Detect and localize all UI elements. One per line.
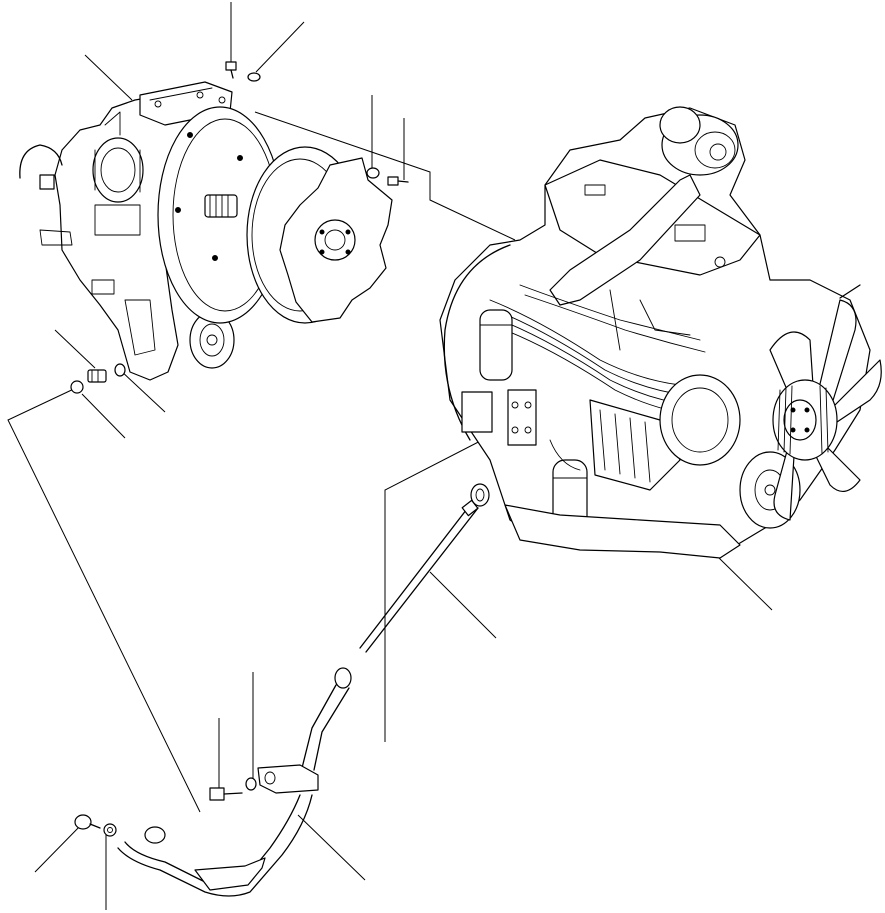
drain-plug-seal — [114, 363, 126, 377]
tube-end-bolt — [74, 814, 92, 830]
leader-top-washer — [255, 21, 305, 73]
gearbox-side-cover-edges — [94, 149, 141, 193]
input-shaft-splines — [209, 194, 229, 218]
rocker-cover-label — [674, 224, 706, 242]
turbocharger-compressor — [694, 131, 736, 169]
engine-mount-bracket — [461, 391, 493, 433]
oil-filler-cap — [714, 256, 726, 268]
assembly-line-tube-gearbox — [7, 386, 201, 813]
drain-plug — [87, 369, 107, 383]
leader-bottom-bolt — [34, 822, 84, 873]
engine-bracket-detail — [639, 299, 691, 336]
bracket-bolt-shank — [223, 792, 243, 795]
assembly-line-housing-engine — [254, 111, 516, 241]
fan-blade-5 — [773, 439, 796, 521]
guide-tube-bracket-hole — [264, 771, 276, 785]
injector-line-2 — [494, 309, 686, 396]
flywheel-bolt-head — [387, 176, 399, 186]
gearbox-top-edge — [149, 87, 213, 101]
leader-gearbox — [84, 54, 133, 101]
guide-tube-assembly — [74, 667, 352, 897]
rocker-cover-cap — [584, 184, 606, 196]
guide-tube-lower-edge — [117, 794, 313, 897]
engine-hose — [549, 439, 581, 471]
assembly-lines — [7, 111, 516, 813]
gearbox-valve-block — [94, 204, 141, 236]
tube-end-bolt-shank — [89, 823, 101, 829]
gearbox-lower-housing — [124, 299, 156, 356]
injector-line-1 — [489, 299, 681, 386]
gearbox-top-bolt-2 — [196, 91, 204, 99]
leader-plug-ring — [119, 369, 166, 413]
dipstick-handle-eye — [475, 488, 485, 502]
dipstick-assembly — [359, 483, 490, 653]
dipstick-rod-edge — [365, 507, 479, 653]
dipstick-collar — [461, 499, 479, 517]
gearbox-top-bolt-1 — [154, 100, 162, 108]
gearbox-side-cover-inner — [100, 147, 136, 193]
flywheel-bolt-shank — [397, 180, 409, 183]
housing-bolt-head — [225, 61, 237, 71]
injector-line-3 — [499, 319, 691, 406]
guide-tube-upper-edge — [313, 687, 350, 771]
leader-lines — [34, 2, 773, 910]
injector-line-5 — [519, 284, 701, 341]
crank-pulley-hub — [764, 484, 776, 496]
housing-bolt-shank — [230, 69, 234, 79]
injector-line-6 — [524, 294, 706, 353]
fan-spacer-ribs — [777, 385, 829, 455]
leader-plug-washer — [81, 393, 126, 439]
gearbox-pulley-inner — [199, 323, 225, 357]
turbocharger-housing — [659, 106, 701, 144]
leader-tube — [297, 814, 366, 881]
drain-plug-washer — [70, 380, 84, 394]
turbocharger-wheel — [709, 143, 727, 161]
drive-plate-center — [324, 229, 346, 251]
drive-plate-hub — [314, 219, 356, 261]
dipstick-rod — [359, 504, 471, 649]
fan-stud — [839, 284, 861, 299]
injection-pump — [589, 399, 681, 491]
gearbox-side-cover — [92, 137, 144, 203]
leader-engine — [717, 556, 773, 611]
bracket-bolt-head — [209, 787, 225, 801]
gearbox-breather-fitting — [39, 174, 55, 190]
assembly-line-dipstick-engine — [384, 434, 493, 742]
guide-tube-flat — [194, 857, 266, 891]
gearbox-assembly — [19, 61, 409, 394]
gearbox-label-plate — [91, 279, 115, 295]
dipstick-handle — [470, 483, 490, 507]
guide-tube-bracket — [257, 764, 319, 794]
fan-hub — [783, 399, 817, 441]
gearbox-pulley-hub — [206, 334, 218, 346]
fuel-filter — [479, 309, 513, 381]
engine-pushrod-tube — [609, 289, 621, 351]
guide-tube-upper-fitting — [334, 667, 352, 689]
gearbox-breather-pipe — [19, 144, 63, 179]
housing-washer — [247, 72, 261, 82]
bracket-washer — [245, 777, 257, 791]
leader-plug — [54, 329, 96, 369]
gearbox-upper-web — [104, 111, 121, 136]
alternator-inner — [671, 387, 729, 453]
gearbox-side-boss — [39, 229, 73, 246]
input-shaft — [204, 194, 238, 218]
fan-blade-2 — [814, 299, 857, 411]
oil-pan — [504, 504, 741, 559]
injection-pump-ribs — [599, 409, 651, 483]
flywheel-nut — [366, 167, 380, 179]
engine-assembly — [439, 106, 882, 559]
guide-tube-end-fitting — [144, 826, 166, 844]
engine-side-plate — [507, 389, 537, 446]
guide-tube-upper — [301, 684, 337, 769]
tube-end-washer — [103, 823, 117, 837]
leader-dipstick — [429, 571, 497, 639]
gearbox-top-bolt-3 — [218, 96, 226, 104]
